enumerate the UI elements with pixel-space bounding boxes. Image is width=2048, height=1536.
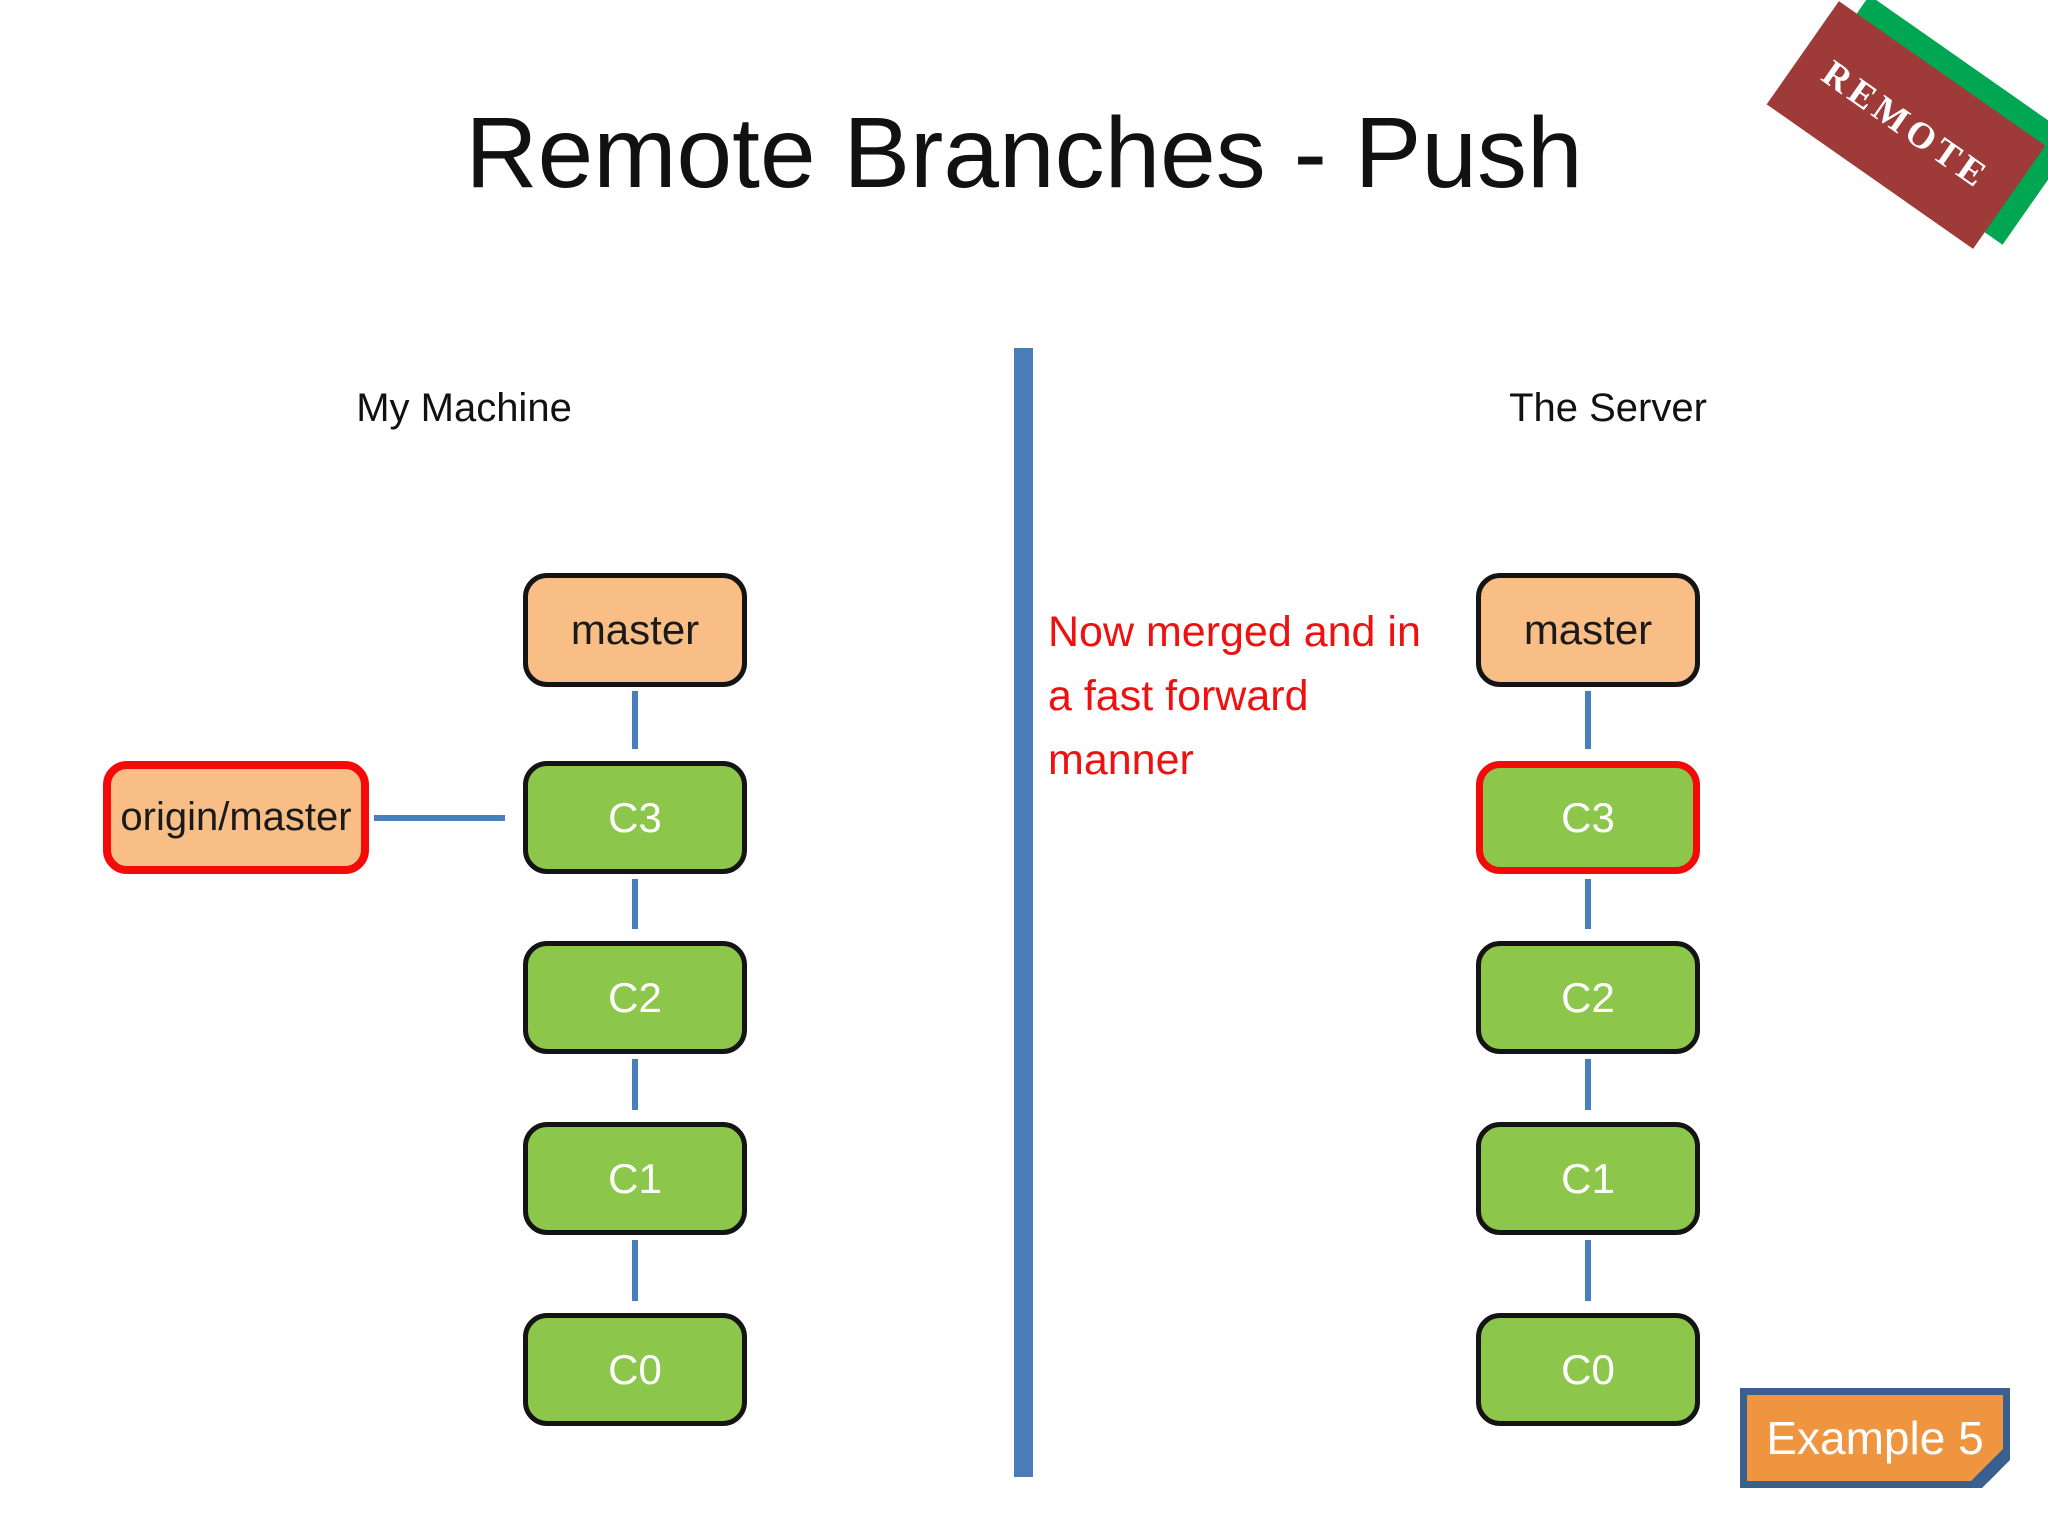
merge-annotation-line: Now merged and in xyxy=(1048,608,1421,656)
server-commit-c0-node: C0 xyxy=(1476,1313,1700,1426)
merge-annotation-line: manner xyxy=(1048,736,1194,784)
machine-column-heading: My Machine xyxy=(356,386,572,430)
server-commit-c2-node: C2 xyxy=(1476,941,1700,1054)
slide-title: Remote Branches - Push xyxy=(465,97,1583,209)
server-commit-c1-node: C1 xyxy=(1476,1122,1700,1235)
server-commit-c3-node: C3 xyxy=(1476,761,1700,874)
machine-commit-c1-node: C1 xyxy=(523,1122,747,1235)
machine-commit-c3-node: C3 xyxy=(523,761,747,874)
machine-commit-c2-node: C2 xyxy=(523,941,747,1054)
example-badge-label: Example 5 xyxy=(1766,1412,1984,1464)
column-divider xyxy=(1014,348,1033,1477)
machine-master-branch-node: master xyxy=(523,573,747,687)
machine-commit-c0-node: C0 xyxy=(523,1313,747,1426)
server-column-heading: The Server xyxy=(1509,386,1707,430)
example-badge: Example 5 xyxy=(1740,1388,2010,1488)
merge-annotation-line: a fast forward xyxy=(1048,672,1309,720)
server-master-branch-node: master xyxy=(1476,573,1700,687)
machine-origin-master-node: origin/master xyxy=(103,761,369,874)
example-badge-face: Example 5 xyxy=(1747,1395,2003,1481)
merge-annotation: Now merged and in a fast forward manner xyxy=(1048,600,1518,792)
